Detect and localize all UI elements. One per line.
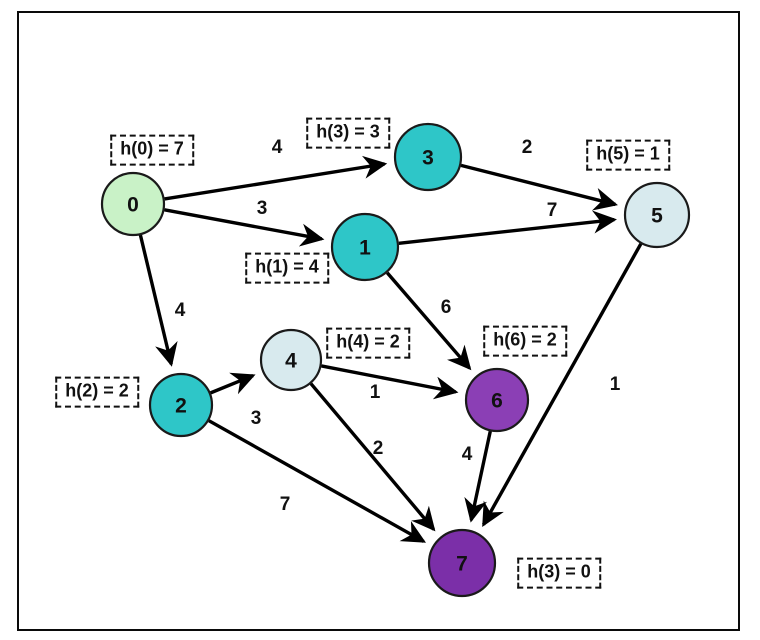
node-label-7: 7 (456, 553, 468, 576)
edge-2-to-7 (208, 419, 427, 543)
edge-weight-1-5: 7 (546, 200, 558, 221)
node-circle-3[interactable] (393, 122, 463, 192)
edge-weight-4-7: 2 (372, 438, 384, 459)
node-circle-7[interactable] (427, 528, 497, 598)
edge-weight-6-7: 4 (461, 444, 473, 465)
graph-node-3[interactable]: 3 (393, 122, 463, 192)
edge-weight-3-5: 2 (521, 137, 533, 158)
graph-node-0[interactable]: 0 (100, 171, 166, 237)
graph-node-5[interactable]: 5 (623, 181, 691, 249)
edge-0-to-3 (164, 155, 388, 201)
node-circle-5[interactable] (623, 181, 691, 249)
edge-0-to-1 (164, 208, 325, 247)
edge-4-to-6 (321, 364, 459, 400)
edge-4-to-7 (309, 382, 436, 532)
edges-layer (138, 155, 643, 543)
node-label-6: 6 (491, 390, 503, 413)
nodes-layer: 0 1 2 3 4 5 6 7 (100, 122, 691, 598)
node-circle-0[interactable] (100, 171, 166, 237)
edge-weight-0-1: 3 (256, 198, 268, 219)
heuristic-box-h4: h(4) = 2 (326, 327, 410, 359)
heuristic-box-h2: h(2) = 2 (55, 376, 139, 408)
graph-node-6[interactable]: 6 (464, 367, 530, 433)
edge-1-to-6 (385, 271, 472, 371)
edge-weight-0-2: 4 (174, 300, 186, 321)
heuristic-box-h5: h(5) = 1 (586, 139, 670, 171)
graph-node-4[interactable]: 4 (259, 328, 323, 392)
heuristic-box-h0: h(0) = 7 (110, 134, 194, 166)
figure-border (17, 11, 740, 631)
edge-5-to-7 (482, 242, 643, 527)
edge-weight-5-7: 1 (609, 374, 621, 395)
node-label-5: 5 (651, 205, 663, 228)
edge-0-to-2 (138, 234, 178, 367)
heuristic-box-h1: h(1) = 4 (245, 252, 329, 284)
node-circle-2[interactable] (148, 372, 214, 438)
edge-1-to-5 (398, 210, 617, 245)
node-label-2: 2 (175, 395, 187, 418)
node-label-1: 1 (359, 237, 371, 260)
edge-weight-2-7: 7 (279, 494, 291, 515)
node-circle-1[interactable] (330, 212, 400, 282)
edge-weight-4-6: 1 (369, 382, 381, 403)
edge-weight-2-4: 3 (250, 408, 262, 429)
graph-node-7[interactable]: 7 (427, 528, 497, 598)
node-circle-6[interactable] (464, 367, 530, 433)
graph-node-2[interactable]: 2 (148, 372, 214, 438)
edge-2-to-4 (209, 372, 256, 395)
node-label-4: 4 (285, 350, 297, 373)
edge-6-to-7 (464, 430, 492, 523)
heuristic-box-h7: h(3) = 0 (517, 557, 601, 589)
heuristic-box-h3: h(3) = 3 (306, 117, 390, 149)
edge-weight-1-6: 6 (440, 297, 452, 318)
node-label-3: 3 (422, 147, 434, 170)
node-circle-4[interactable] (259, 328, 323, 392)
edge-weight-0-3: 4 (271, 137, 283, 158)
graph-node-1[interactable]: 1 (330, 212, 400, 282)
node-label-0: 0 (127, 194, 139, 217)
edge-3-to-5 (460, 163, 618, 211)
heuristic-box-h6: h(6) = 2 (483, 325, 567, 357)
